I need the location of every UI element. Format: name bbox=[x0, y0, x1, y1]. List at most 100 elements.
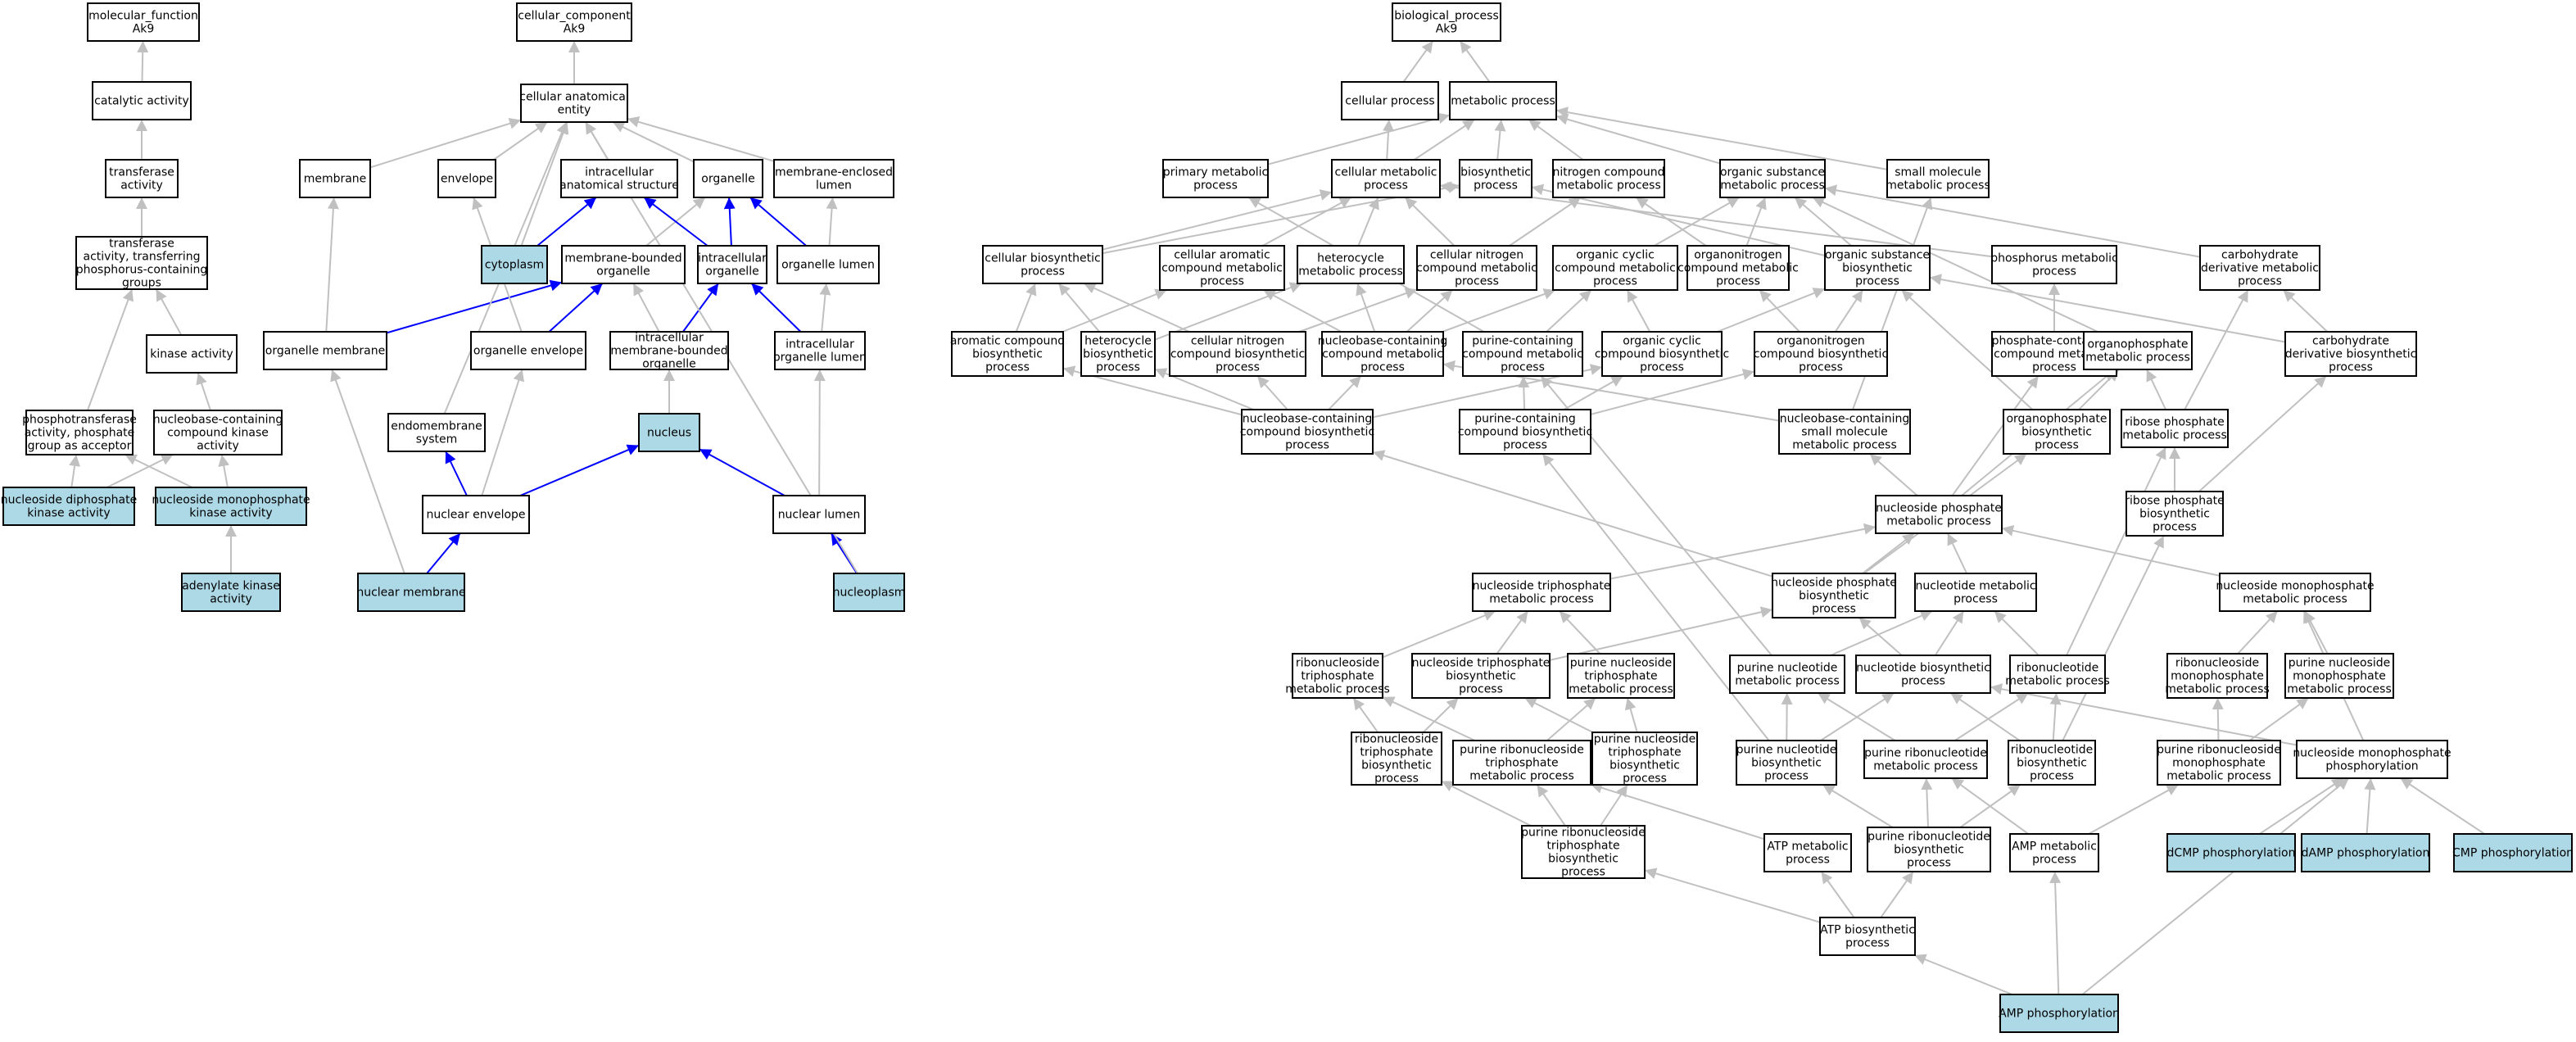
term-node-cmpph[interactable]: CMP phosphorylation bbox=[2452, 833, 2574, 872]
term-node-cyto[interactable]: cytoplasm bbox=[481, 245, 548, 284]
term-node-org[interactable]: organelle bbox=[693, 159, 763, 198]
term-node-nl[interactable]: nuclear lumen bbox=[772, 495, 866, 534]
term-node-ne[interactable]: nuclear envelope bbox=[422, 495, 530, 534]
term-node-damp[interactable]: dAMP phosphorylation bbox=[2301, 833, 2430, 872]
term-node-rntpbp[interactable]: ribonucleosidetriphosphatebiosyntheticpr… bbox=[1351, 732, 1442, 786]
term-node-om[interactable]: organelle membrane bbox=[263, 331, 387, 370]
term-label-line: metabolic process bbox=[1469, 769, 1574, 782]
term-node-ntpbp[interactable]: nucleoside triphosphatebiosyntheticproce… bbox=[1411, 653, 1551, 699]
term-node-pnmpmp[interactable]: purine nucleosidemonophosphatemetabolic … bbox=[2284, 653, 2394, 699]
term-node-mem[interactable]: membrane bbox=[299, 159, 371, 198]
term-label-line: metabolic process bbox=[1556, 179, 1661, 192]
term-node-prnmpmp[interactable]: purine ribonucleosidemonophosphatemetabo… bbox=[2157, 740, 2281, 786]
term-box bbox=[1867, 827, 1991, 872]
term-node-cp[interactable]: cellular process bbox=[1341, 81, 1439, 120]
term-node-prntpbp[interactable]: purine ribonucleosidetriphosphatebiosynt… bbox=[1521, 825, 1646, 879]
term-node-dcmp[interactable]: dCMP phosphorylation bbox=[2166, 833, 2296, 872]
term-node-pntpbp[interactable]: purine nucleosidetriphosphatebiosyntheti… bbox=[1591, 732, 1698, 786]
term-label-line: process bbox=[2030, 769, 2074, 782]
term-node-cat[interactable]: catalytic activity bbox=[92, 81, 192, 120]
term-node-nm[interactable]: nuclear membrane bbox=[356, 573, 466, 612]
term-node-np[interactable]: nucleoplasm bbox=[833, 573, 906, 612]
term-label-line: process bbox=[1285, 438, 1329, 451]
term-node-env[interactable]: envelope bbox=[437, 159, 496, 198]
term-node-nuc[interactable]: nucleus bbox=[638, 413, 700, 452]
term-node-prntpmp[interactable]: purine ribonucleosidetriphosphatemetabol… bbox=[1452, 740, 1591, 786]
term-node-mp[interactable]: metabolic process bbox=[1449, 81, 1557, 120]
term-node-ol[interactable]: organelle lumen bbox=[776, 245, 880, 284]
term-node-ampph[interactable]: AMP phosphorylation bbox=[1999, 994, 2120, 1033]
term-node-oe[interactable]: organelle envelope bbox=[470, 331, 586, 370]
is-a-edge-ampph-to-atpbp bbox=[1913, 954, 2013, 995]
term-node-kin[interactable]: kinase activity bbox=[146, 334, 238, 374]
